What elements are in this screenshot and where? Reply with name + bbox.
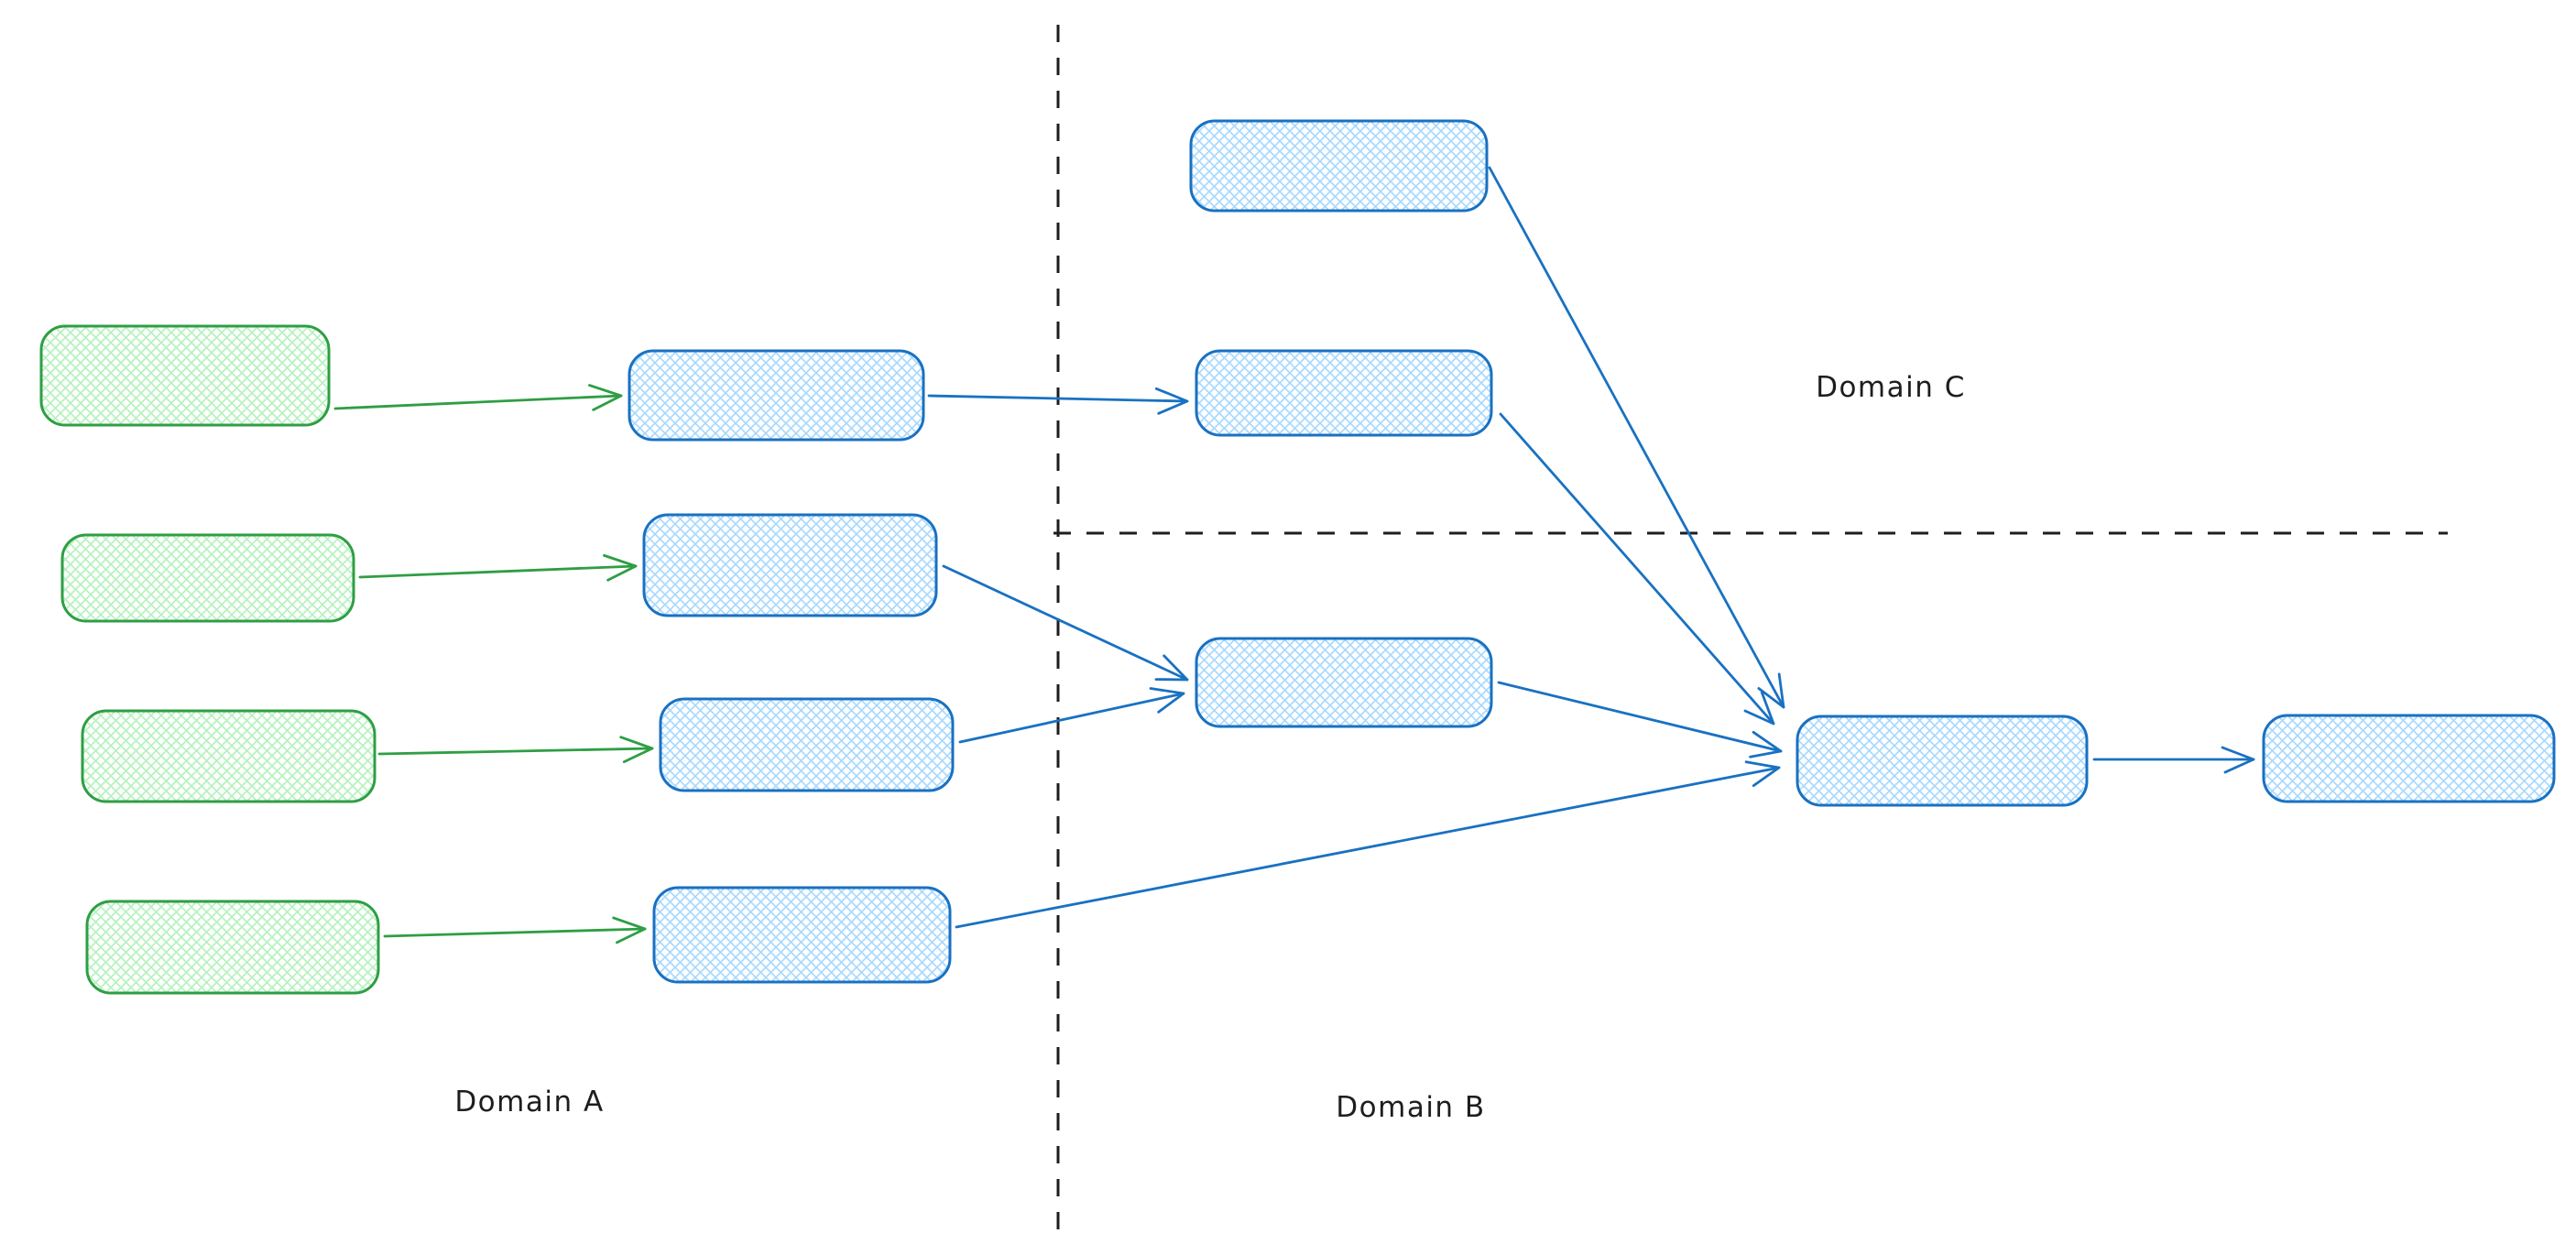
label-domain-a[interactable]: Domain A xyxy=(454,1086,604,1119)
diagram-nodes xyxy=(39,119,2556,995)
edge-g1-m1[interactable] xyxy=(333,384,623,411)
domain-labels: Domain A Domain B Domain C xyxy=(454,371,1966,1124)
node-m1[interactable] xyxy=(628,349,925,442)
edge-g4-m4[interactable] xyxy=(383,916,647,944)
node-m3[interactable] xyxy=(659,697,955,792)
edge-m4-r1[interactable] xyxy=(955,760,1781,929)
edge-m1-db2[interactable] xyxy=(927,387,1189,415)
node-g1[interactable] xyxy=(39,324,331,427)
node-db1[interactable] xyxy=(1189,119,1489,213)
node-db3[interactable] xyxy=(1195,637,1493,728)
node-m2[interactable] xyxy=(642,513,938,617)
node-g4[interactable] xyxy=(85,900,380,995)
edge-g2-m2[interactable] xyxy=(358,553,638,582)
label-domain-c[interactable]: Domain C xyxy=(1816,371,1966,404)
edge-db3-r1[interactable] xyxy=(1497,681,1783,758)
edge-m2-db3[interactable] xyxy=(942,564,1189,682)
edge-db2-r1[interactable] xyxy=(1499,412,1775,726)
node-g3[interactable] xyxy=(81,709,377,803)
edge-db1-r1[interactable] xyxy=(1488,166,1785,709)
label-domain-b[interactable]: Domain B xyxy=(1336,1091,1485,1124)
edge-g3-m3[interactable] xyxy=(377,736,654,764)
node-g2[interactable] xyxy=(60,533,355,623)
node-r1[interactable] xyxy=(1796,715,2089,807)
node-db2[interactable] xyxy=(1195,349,1493,437)
node-r2[interactable] xyxy=(2262,714,2556,803)
node-m4[interactable] xyxy=(652,886,952,984)
domain-separators xyxy=(1053,25,2448,1239)
edge-m3-db3[interactable] xyxy=(958,687,1185,744)
diagram-edges xyxy=(333,166,2255,944)
